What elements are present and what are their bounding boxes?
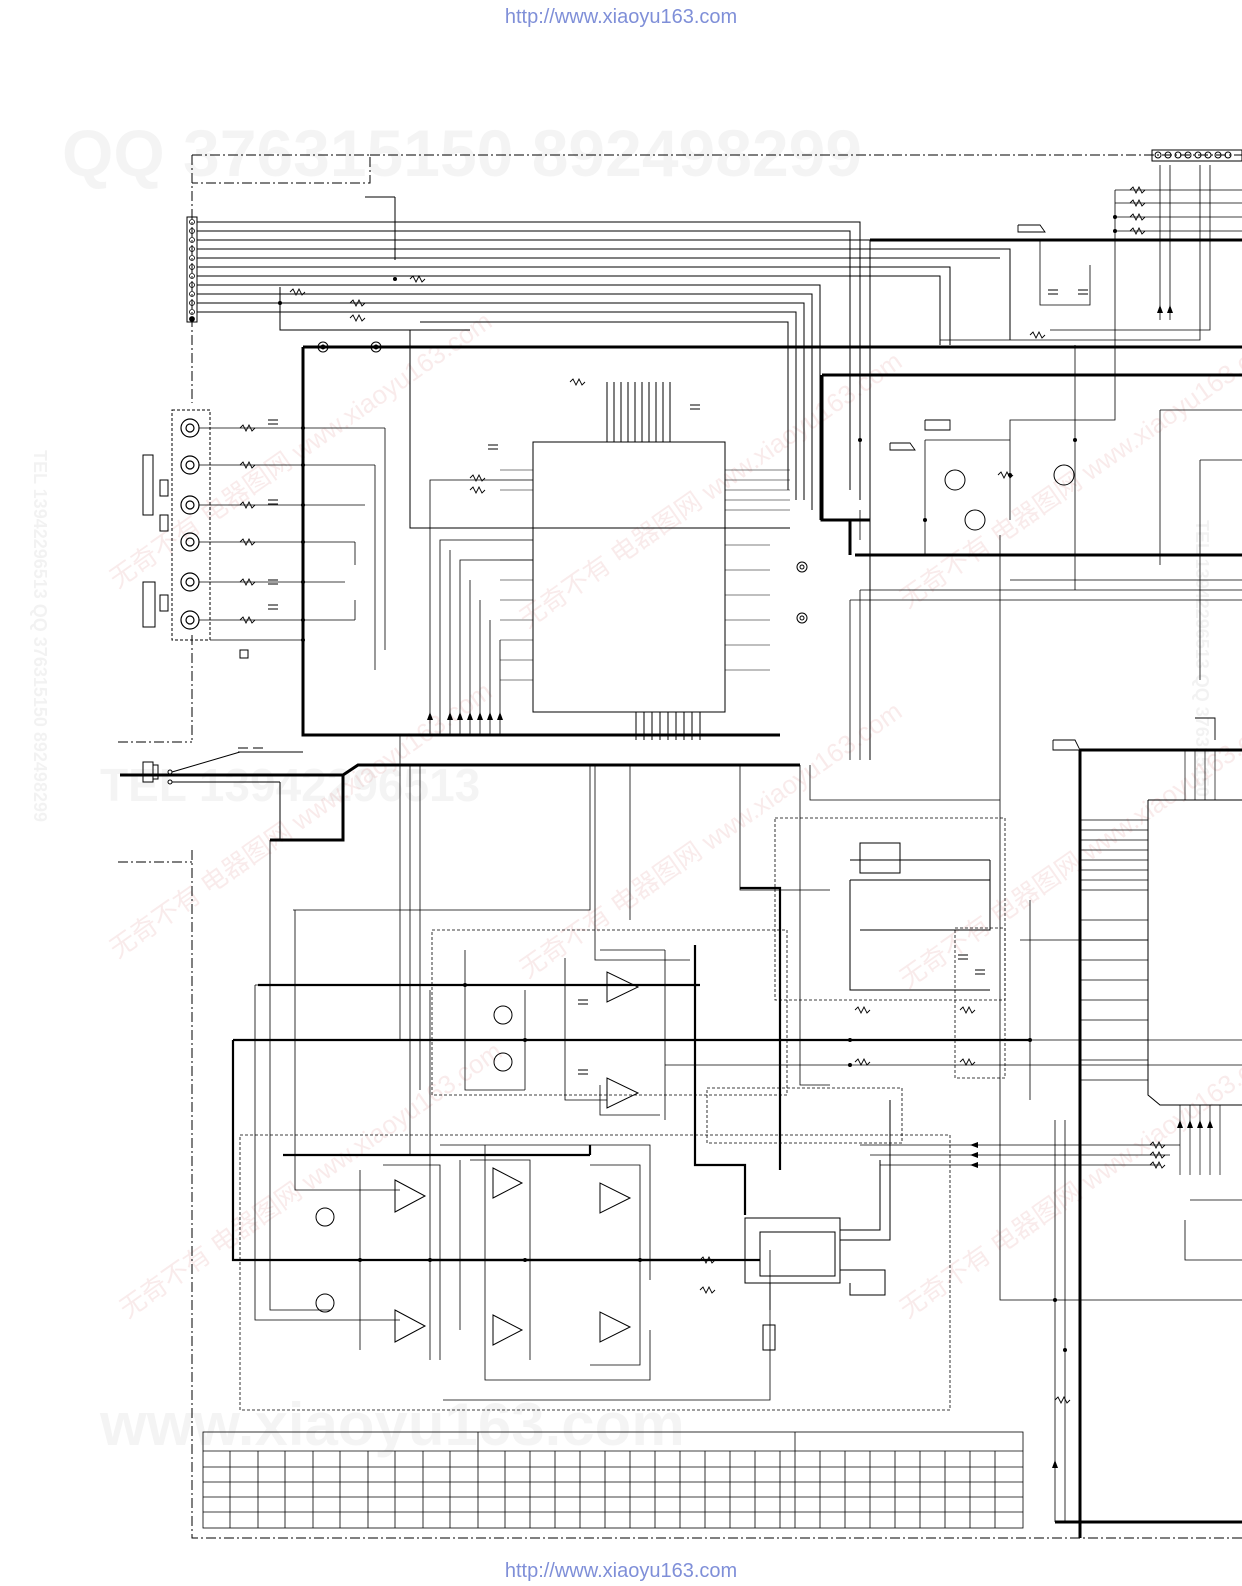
- footer-url[interactable]: http://www.xiaoyu163.com: [504, 1560, 738, 1582]
- input-bus-wires: [197, 196, 1011, 760]
- power-bus: [120, 238, 1242, 1538]
- table-grid: [202, 1431, 1024, 1529]
- board-boundary: [118, 154, 1242, 1539]
- regulator-block: [849, 842, 991, 991]
- component-marks: [239, 185, 1166, 1405]
- label-flags: [889, 224, 1216, 751]
- right-side-wires: [849, 165, 1242, 1522]
- headphone-jack: [142, 751, 303, 840]
- signal-arrows: [427, 305, 1213, 1468]
- op-amps: [394, 971, 640, 1346]
- rca-jacks: [142, 409, 386, 670]
- junction-dots: [278, 215, 1117, 1352]
- output-ic: [744, 1100, 891, 1351]
- connector-top-left: [186, 216, 198, 323]
- terminals: [317, 341, 808, 624]
- main-ic: [500, 382, 790, 740]
- capacitor-marks: [238, 289, 1088, 1075]
- amplifier-bus: [231, 886, 1030, 1262]
- header-url[interactable]: http://www.xiaoyu163.com: [504, 6, 738, 28]
- transistors: [315, 464, 1075, 1313]
- controller-ic: [1080, 750, 1242, 1175]
- connector-top-right: [1151, 149, 1242, 162]
- amplifier-section: [239, 817, 1006, 1411]
